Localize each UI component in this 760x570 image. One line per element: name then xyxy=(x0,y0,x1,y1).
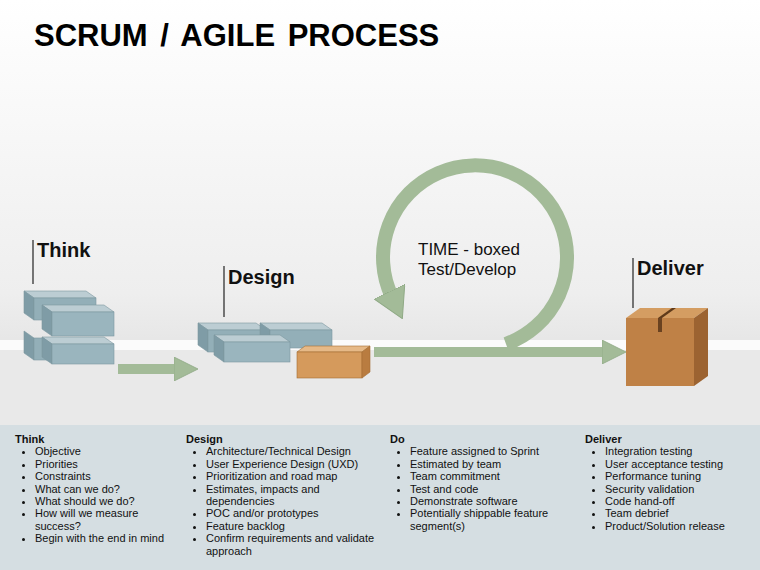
bullet-item: Estimated by team xyxy=(410,458,582,470)
background xyxy=(0,0,760,345)
bullet-item: Feature assigned to Sprint xyxy=(410,445,582,457)
edge-label: TIME - boxed Test/Develop xyxy=(418,240,536,280)
text-column: ThinkObjectivePrioritiesConstraintsWhat … xyxy=(15,433,183,545)
flow-arrow xyxy=(118,364,178,374)
column-heading: Design xyxy=(186,433,390,445)
block-stack: Think xyxy=(20,286,118,374)
stage-heading: Think xyxy=(37,239,90,262)
bullet-list: Feature assigned to SprintEstimated by t… xyxy=(390,445,582,532)
stage-heading: Design xyxy=(228,266,295,289)
title: SCRUM / AGILE PROCESS xyxy=(34,18,439,54)
text-column: DesignArchitecture/Technical DesignUser … xyxy=(186,433,390,557)
bullet-item: Team debrief xyxy=(605,507,757,519)
bullet-list: Architecture/Technical DesignUser Experi… xyxy=(186,445,390,557)
bullet-item: What should we do? xyxy=(35,495,183,507)
delivery-box: Deliver xyxy=(624,305,712,389)
block-stack-art xyxy=(24,291,114,364)
bullet-item: Objective xyxy=(35,445,183,457)
leader-line xyxy=(32,240,33,284)
bullet-item: Begin with the end in mind xyxy=(35,532,183,544)
leader-line xyxy=(632,258,633,308)
bullet-item: Constraints xyxy=(35,470,183,482)
bullet-list: Integration testingUser acceptance testi… xyxy=(585,445,757,532)
bullet-item: Feature backlog xyxy=(206,520,390,532)
bullet-item: Performance tuning xyxy=(605,470,757,482)
bullet-item: Integration testing xyxy=(605,445,757,457)
bullet-item: Prioritization and road map xyxy=(206,470,390,482)
bullet-item: Potentially shippable feature segment(s) xyxy=(410,507,582,532)
bullet-item: Priorities xyxy=(35,458,183,470)
bullet-item: Architecture/Technical Design xyxy=(206,445,390,457)
loop-arrow xyxy=(383,165,567,344)
bottom-panel xyxy=(0,425,760,570)
bullet-item: How will we measure success? xyxy=(35,507,183,532)
bullet-item: Team commitment xyxy=(410,470,582,482)
bullet-list: ObjectivePrioritiesConstraintsWhat can w… xyxy=(15,445,183,544)
text-column: DeliverIntegration testingUser acceptanc… xyxy=(585,433,757,532)
package-box-art xyxy=(297,346,370,378)
bullet-item: POC and/or prototypes xyxy=(206,507,390,519)
bullet-item: Security validation xyxy=(605,483,757,495)
package-box-art xyxy=(626,308,708,386)
bullet-item: What can we do? xyxy=(35,483,183,495)
bullet-item: Product/Solution release xyxy=(605,520,757,532)
block-stack: Design xyxy=(196,318,374,382)
bullet-item: Confirm requirements and validate approa… xyxy=(206,532,390,557)
stage-heading: Deliver xyxy=(637,257,704,280)
column-heading: Deliver xyxy=(585,433,757,445)
bullet-item: User Experience Design (UXD) xyxy=(206,458,390,470)
text-column: DoFeature assigned to SprintEstimated by… xyxy=(390,433,582,532)
bullet-item: Test and code xyxy=(410,483,582,495)
bullet-item: Code hand-off xyxy=(605,495,757,507)
bullet-item: Demonstrate software xyxy=(410,495,582,507)
leader-line xyxy=(223,266,224,317)
bullet-item: User acceptance testing xyxy=(605,458,757,470)
column-heading: Do xyxy=(390,433,582,445)
flow-arrow xyxy=(374,347,606,357)
column-heading: Think xyxy=(15,433,183,445)
bullet-item: Estimates, impacts and dependencies xyxy=(206,483,390,508)
